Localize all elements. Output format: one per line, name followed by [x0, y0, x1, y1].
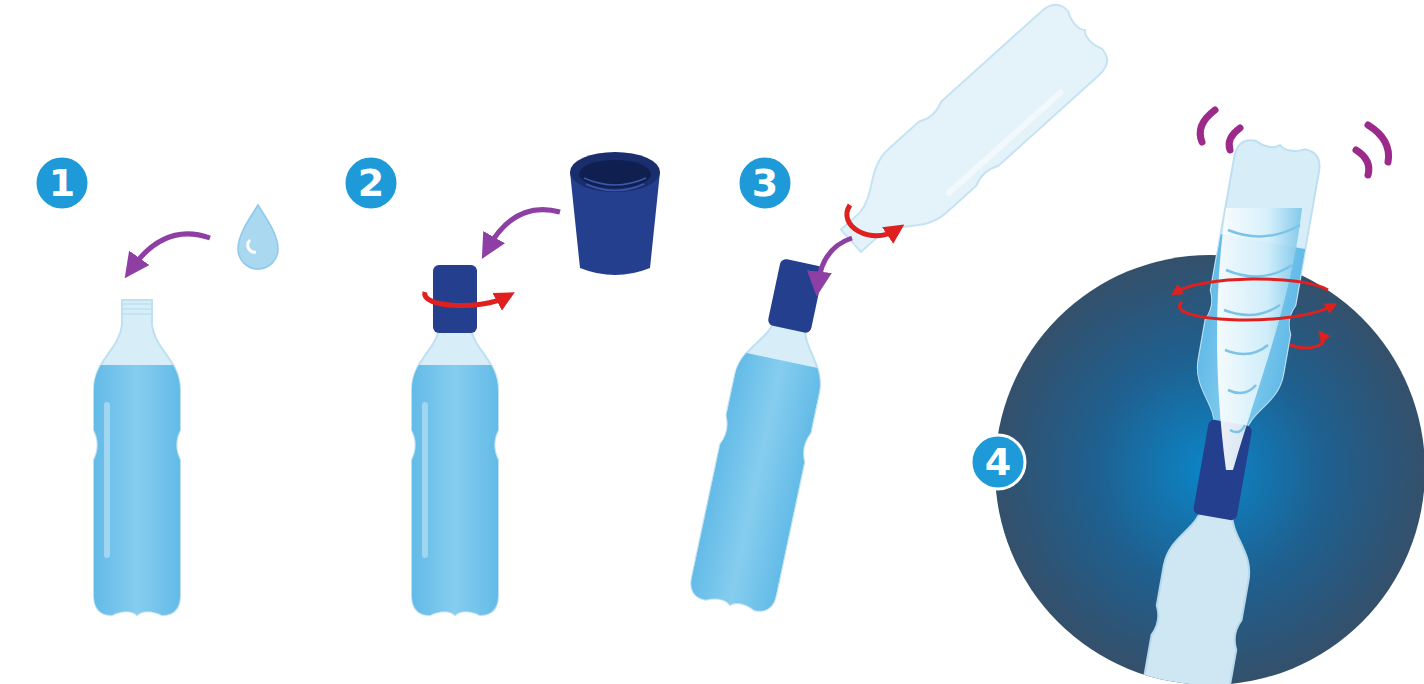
rotation-arrow — [1180, 302, 1332, 320]
water-bottle — [422, 405, 428, 555]
step-number: 4 — [985, 443, 1011, 481]
purple-arrow — [488, 210, 560, 248]
water-bottle — [87, 365, 187, 625]
water-bottle — [122, 304, 152, 314]
drop-highlight — [248, 240, 256, 252]
badge-fill — [738, 156, 792, 210]
water-bottle — [679, 350, 831, 625]
step-number-badge: 2 — [342, 154, 400, 212]
vortex-swirl — [1224, 225, 1300, 432]
water-drop — [238, 205, 278, 269]
water-bottle — [405, 265, 505, 625]
step-number-badge: 4 — [969, 433, 1027, 491]
inverted-bottle — [1165, 136, 1329, 526]
step-number: 3 — [752, 164, 778, 202]
shake-mark — [1356, 125, 1389, 175]
connector-cap — [433, 265, 477, 333]
step-number-badge: 1 — [33, 154, 91, 212]
shake-mark — [1200, 110, 1240, 150]
loose-cap — [570, 152, 660, 275]
purple-arrow — [818, 238, 852, 284]
water-bottle — [679, 252, 852, 625]
loose-cap — [570, 152, 660, 192]
twist-arrow — [847, 205, 896, 236]
rotation-arrow — [1176, 279, 1328, 292]
rotation-arrow — [1290, 335, 1324, 348]
step-number-badge: 3 — [736, 154, 794, 212]
water-bottle — [104, 405, 110, 555]
step-number: 1 — [49, 164, 75, 202]
empty-bottle — [822, 0, 1114, 273]
water-bottle — [405, 365, 505, 625]
water-vortex — [1217, 208, 1302, 470]
badge-fill — [35, 156, 89, 210]
loose-cap — [579, 160, 651, 188]
twist-arrow — [425, 292, 506, 306]
badge-fill — [344, 156, 398, 210]
step-number: 2 — [358, 164, 384, 202]
empty-bottle — [822, 0, 1114, 273]
purple-arrow — [132, 234, 210, 268]
water-bottle — [87, 300, 187, 625]
empty-bottle — [949, 92, 1060, 192]
loose-cap — [584, 178, 646, 191]
badge-fill — [971, 435, 1025, 489]
connector-cap — [767, 258, 824, 334]
